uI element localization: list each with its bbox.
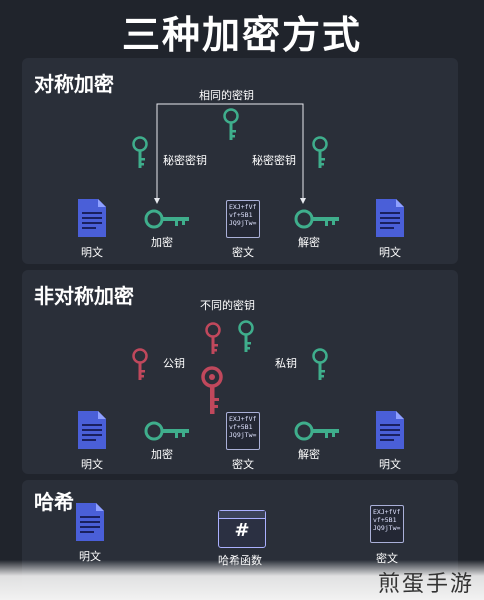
key-icon xyxy=(132,348,148,380)
horizontal-key-icon xyxy=(294,421,339,441)
secret-key-label-left: 秘密密钥 xyxy=(163,154,207,167)
symmetric-heading: 对称加密 xyxy=(34,72,114,96)
watermark-band xyxy=(0,560,484,600)
key-icon xyxy=(238,320,254,352)
secret-key-label-right: 秘密密钥 xyxy=(252,154,296,167)
decrypt-label: 解密 xyxy=(298,448,320,461)
different-key-label: 不同的密钥 xyxy=(200,299,255,312)
ciphertext-label: 密文 xyxy=(232,458,254,471)
plaintext-label: 明文 xyxy=(81,246,103,259)
hash-heading: 哈希 xyxy=(34,490,74,514)
key-icon xyxy=(132,136,148,168)
key-icon xyxy=(312,136,328,168)
document-icon xyxy=(376,199,404,237)
hash-symbol: # xyxy=(234,520,250,541)
horizontal-key-icon xyxy=(144,209,189,229)
decrypt-label: 解密 xyxy=(298,236,320,249)
horizontal-key-icon xyxy=(294,209,339,229)
ciphertext-doc: EXJ+fVf vf+5B1 JQ9jTw= xyxy=(226,412,260,450)
ciphertext-doc: EXJ+fVf vf+5B1 JQ9jTw= xyxy=(226,200,260,238)
large-key-icon xyxy=(201,366,223,414)
page-title: 三种加密方式 xyxy=(121,13,362,57)
key-icon xyxy=(223,108,239,140)
plaintext-label: 明文 xyxy=(81,458,103,471)
hash-function-box: # xyxy=(218,510,266,548)
encrypt-label: 加密 xyxy=(151,236,173,249)
key-icon xyxy=(205,322,221,354)
private-key-label: 私钥 xyxy=(275,357,297,370)
key-icon xyxy=(312,348,328,380)
plaintext-label: 明文 xyxy=(379,458,401,471)
watermark-text: 煎蛋手游 xyxy=(377,572,474,597)
encrypt-label: 加密 xyxy=(151,448,173,461)
document-icon xyxy=(76,503,104,541)
asymmetric-heading: 非对称加密 xyxy=(34,284,134,308)
horizontal-key-icon xyxy=(144,421,189,441)
document-icon xyxy=(78,199,106,237)
plaintext-label: 明文 xyxy=(379,246,401,259)
plaintext-label: 明文 xyxy=(79,550,101,563)
shared-key-label: 相同的密钥 xyxy=(199,89,254,102)
document-icon xyxy=(78,411,106,449)
public-key-label: 公钥 xyxy=(163,357,185,370)
document-icon xyxy=(376,411,404,449)
ciphertext-doc: EXJ+fVf vf+5B1 JQ9jTw= xyxy=(370,505,404,543)
ciphertext-label: 密文 xyxy=(232,246,254,259)
